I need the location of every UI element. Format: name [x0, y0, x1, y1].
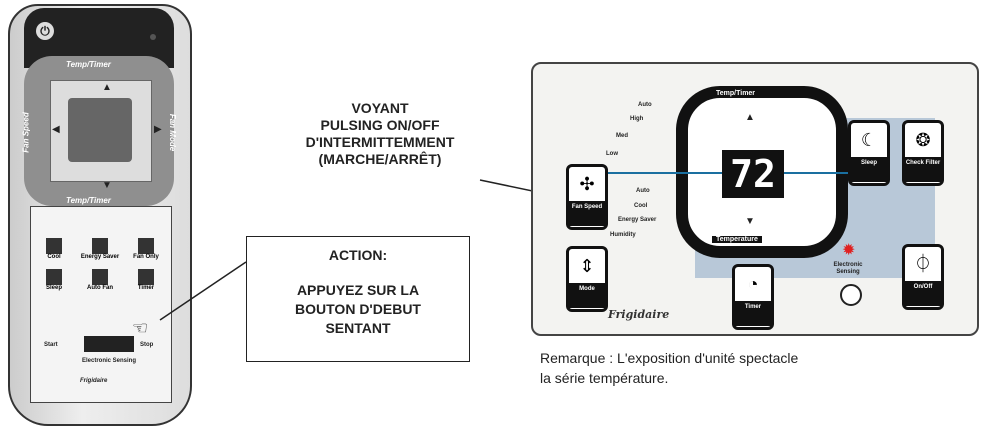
button-label: Fan Speed: [569, 201, 605, 226]
right-arrow-icon[interactable]: ▶: [154, 124, 162, 135]
remote-led: [150, 34, 156, 40]
up-arrow-icon[interactable]: ▲: [102, 82, 112, 93]
wide-sub-label: Electronic Sensing: [82, 358, 137, 364]
down-arrow-icon[interactable]: ▼: [102, 180, 112, 191]
power-icon[interactable]: ⏻: [36, 22, 54, 40]
check-filter-button[interactable]: ❂ Check Filter: [902, 120, 944, 186]
clock-icon: ◔: [747, 274, 759, 294]
button-label: Mode: [569, 283, 605, 308]
mode-button[interactable]: ⇕ Mode: [566, 246, 608, 312]
action-line: APPUYEZ SUR LA: [296, 282, 420, 298]
remote-button[interactable]: Energy Saver: [80, 238, 126, 261]
temp-down-icon[interactable]: ▼: [745, 216, 755, 227]
button-label: Fan Only: [133, 254, 159, 260]
remote-button[interactable]: Fan Only: [126, 238, 172, 261]
panel-top-label: Temp/Timer: [716, 90, 756, 97]
panel-bottom-label: Temperature: [712, 236, 762, 243]
remote-button[interactable]: Cool: [34, 238, 80, 261]
button-label: On/Off: [905, 281, 941, 306]
electronic-sensing-button[interactable]: [84, 336, 134, 352]
mode-option: Auto: [636, 188, 650, 194]
button-label: Sleep: [851, 157, 887, 182]
left-arrow-icon[interactable]: ◀: [52, 124, 60, 135]
wide-right-label: Stop: [140, 342, 154, 348]
voyant-line: PULSING ON/OFF: [320, 117, 440, 133]
filter-icon: ❂: [915, 130, 931, 150]
temperature-display: 72: [722, 150, 784, 198]
fan-speed-option: Auto: [638, 102, 652, 108]
voyant-callout: VOYANT PULSING ON/OFF D'INTERMITTEMMENT …: [250, 100, 510, 168]
dpad-bottom-label: Temp/Timer: [66, 196, 111, 205]
dpad-inner: [50, 80, 152, 182]
button-label: Energy Saver: [80, 254, 120, 260]
sleep-button[interactable]: ☾ Sleep: [848, 120, 890, 186]
moon-icon: ☾: [860, 130, 878, 150]
mode-option: Humidity: [610, 232, 636, 238]
dpad-top-label: Temp/Timer: [66, 60, 111, 69]
panel-brand-logo: Frigidaire: [608, 308, 670, 321]
on-off-button[interactable]: ⏀ On/Off: [902, 244, 944, 310]
remote-button-grid: Cool Energy Saver Fan Only Sleep Auto Fa…: [34, 238, 174, 292]
fan-speed-option: Med: [616, 133, 628, 139]
action-leader: [159, 261, 247, 321]
timer-button[interactable]: ◔ Timer: [732, 264, 774, 330]
fan-speed-option: Low: [606, 151, 618, 157]
sensing-led-icon: ✹: [842, 242, 856, 259]
pointing-hand-icon: ☜: [132, 318, 149, 338]
mode-option: Energy Saver: [618, 217, 657, 223]
voyant-line: VOYANT: [351, 100, 409, 116]
button-label: Sleep: [45, 285, 62, 291]
action-title: ACTION:: [328, 247, 388, 263]
fan-icon: ✣: [579, 174, 595, 194]
remote-screen: [68, 98, 132, 162]
button-label: Check Filter: [905, 157, 941, 182]
button-label: Timer: [735, 301, 771, 326]
caption: Remarque : L'exposition d'unité spectacl…: [540, 348, 798, 388]
button-label: Cool: [47, 254, 61, 260]
fan-speed-button[interactable]: ✣ Fan Speed: [566, 164, 608, 230]
wide-left-label: Start: [44, 342, 58, 348]
mode-option: Cool: [634, 203, 648, 209]
action-callout: ACTION: APPUYEZ SUR LA BOUTON D'DEBUT SE…: [246, 236, 470, 362]
up-down-icon: ⇕: [579, 256, 595, 276]
action-line: BOUTON D'DEBUT: [295, 301, 421, 317]
remote-button[interactable]: Timer: [126, 269, 172, 292]
voyant-line: (MARCHE/ARRÊT): [318, 151, 442, 167]
voyant-line: D'INTERMITTEMMENT: [305, 134, 455, 150]
power-icon: ⏀: [914, 254, 932, 274]
caption-line: Remarque : L'exposition d'unité spectacl…: [540, 350, 799, 366]
caption-line: la série température.: [540, 370, 669, 386]
electronic-sensing-button[interactable]: [840, 284, 862, 306]
button-label: Auto Fan: [87, 285, 113, 291]
button-label: Timer: [137, 285, 155, 291]
action-line: SENTANT: [325, 320, 391, 336]
temp-up-icon[interactable]: ▲: [745, 112, 755, 123]
fan-speed-option: High: [630, 116, 644, 122]
remote-button[interactable]: Auto Fan: [80, 269, 126, 292]
remote-button[interactable]: Sleep: [34, 269, 80, 292]
remote-brand-logo: Frigidaire: [80, 378, 108, 384]
sensing-label: Electronic Sensing: [833, 262, 863, 275]
